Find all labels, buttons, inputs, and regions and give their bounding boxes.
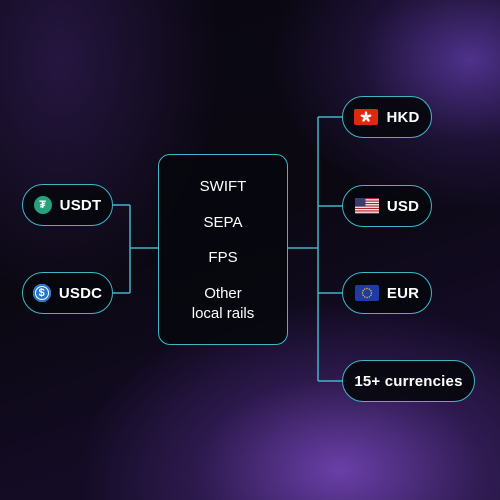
- source-usdc: $ USDC: [22, 272, 113, 314]
- currency-usd: USD: [342, 185, 432, 227]
- tether-icon: ₮: [33, 196, 52, 214]
- currency-more-label: 15+ currencies: [354, 372, 463, 390]
- usd-coin-icon: $: [32, 284, 51, 302]
- us-flag-icon: [354, 198, 379, 214]
- payment-rails-box: SWIFT SEPA FPS Other local rails: [158, 154, 288, 345]
- currency-more: 15+ currencies: [342, 360, 475, 402]
- hong-kong-flag-icon: [354, 109, 379, 125]
- rail-sepa: SEPA: [203, 213, 243, 231]
- rail-swift: SWIFT: [199, 178, 247, 195]
- source-usdt-label: USDT: [59, 196, 102, 214]
- rail-other-local: Other local rails: [191, 284, 255, 322]
- source-usdt: ₮ USDT: [22, 184, 113, 226]
- rail-fps: FPS: [208, 249, 238, 267]
- currency-eur: EUR: [342, 272, 432, 314]
- currency-eur-label: EUR: [386, 284, 420, 302]
- currency-hkd: HKD: [342, 96, 432, 138]
- eu-flag-icon: [354, 285, 379, 301]
- currency-usd-label: USD: [386, 197, 420, 215]
- source-usdc-label: USDC: [58, 284, 103, 302]
- currency-hkd-label: HKD: [386, 108, 420, 126]
